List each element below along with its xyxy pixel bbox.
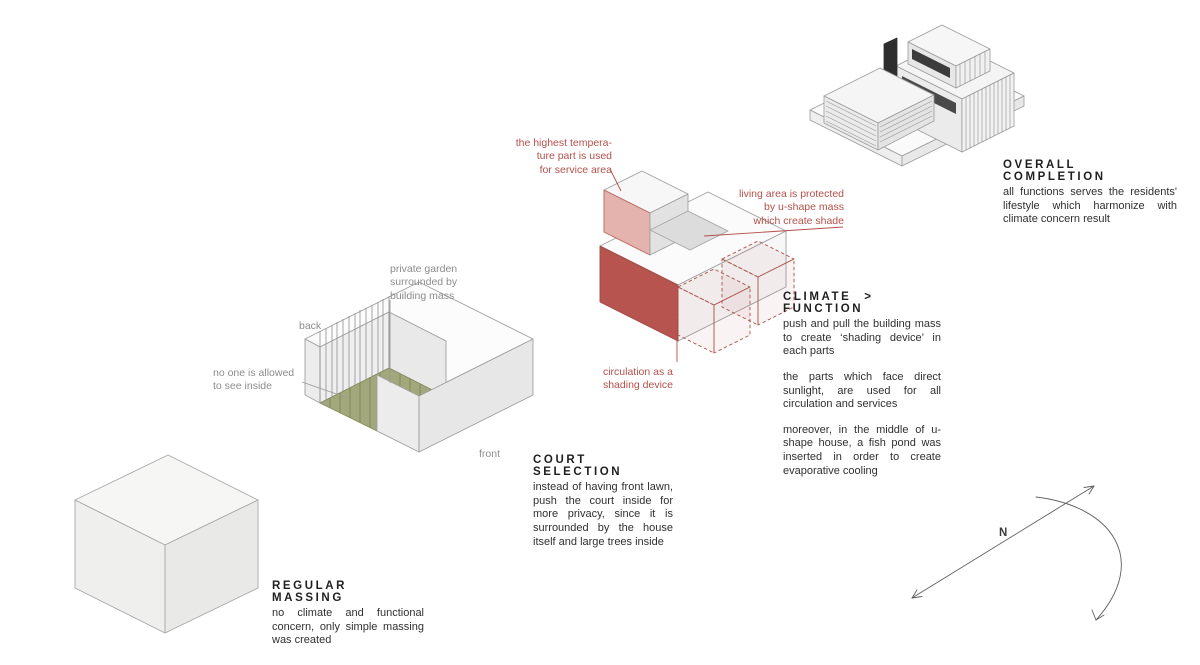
house-louvers-right xyxy=(965,75,1011,150)
circulation-annotation: circulation as a shading device xyxy=(578,366,698,393)
no-one-annotation: no one is allowed to see inside xyxy=(213,367,313,394)
court-selection-block: COURT SELECTION instead of having front … xyxy=(533,454,673,549)
living-area-line3: which create shade xyxy=(753,214,844,227)
house-main-right xyxy=(961,72,1015,153)
highest-temp-leader xyxy=(609,168,622,192)
overall-completion-title: OVERALL COMPLETION xyxy=(1003,159,1106,183)
north-arrowhead-icon xyxy=(1083,485,1095,495)
living-area-leader xyxy=(703,226,844,237)
climate-function-body: push and pull the building mass to creat… xyxy=(783,318,941,478)
dashed-box2-right xyxy=(757,258,795,326)
living-area-line1: living area is protected xyxy=(738,188,844,200)
north-label: N xyxy=(999,527,1008,539)
private-garden-line3: building mass xyxy=(390,289,455,302)
arc-arrowhead-icon xyxy=(1091,609,1105,621)
south-arrowhead-icon xyxy=(911,589,923,599)
regular-massing-title: REGULAR MASSING xyxy=(272,580,348,604)
gray-leader-lines xyxy=(301,300,391,399)
court-selection-title: COURT SELECTION xyxy=(533,454,623,478)
house-penthouse-louvers xyxy=(959,51,986,86)
climate-function-drawing xyxy=(599,168,844,362)
sun-path-arc xyxy=(1035,496,1122,621)
back-label: back xyxy=(299,320,322,332)
front-label: front xyxy=(479,448,501,460)
house-penthouse-right xyxy=(955,48,991,89)
cube-right-face xyxy=(164,499,259,634)
living-area-annotation: living area is protected by u-shape mass… xyxy=(723,188,844,228)
regular-massing-body: no climate and functional concern, only … xyxy=(272,607,424,647)
red-leader-lines xyxy=(609,168,844,362)
highest-temp-line1: the highest tempera- xyxy=(515,137,612,149)
climate-function-paragraph-3: moreover, in the middle of u-shape house… xyxy=(783,423,941,477)
house-wing-louvers-left xyxy=(825,100,877,147)
north-axis-line xyxy=(911,485,1095,599)
private-garden-line1: private garden xyxy=(390,263,458,275)
overall-completion-body: all functions serves the residents' life… xyxy=(1003,186,1177,226)
living-area-line2: by u-shape mass xyxy=(764,201,844,214)
push-pull-dashed-boxes xyxy=(677,240,795,354)
court-selection-drawing xyxy=(301,281,534,453)
highest-temp-line3: for service area xyxy=(539,163,612,176)
no-one-leader xyxy=(301,381,349,399)
no-one-line1: no one is allowed xyxy=(213,367,295,379)
highest-temp-line2: ture part is used xyxy=(536,150,612,163)
regular-massing-drawing xyxy=(74,454,259,634)
house-penthouse-window-band xyxy=(912,49,950,78)
no-one-line2: to see inside xyxy=(213,380,272,393)
climate-function-paragraph-1: push and pull the building mass to creat… xyxy=(783,318,941,358)
circulation-red-face xyxy=(599,245,679,342)
private-garden-line2: surrounded by xyxy=(390,276,458,289)
tree-screen-lines xyxy=(319,296,390,403)
u-mass-frontright-face xyxy=(418,338,534,453)
climate-function-block: CLIMATE > FUNCTION push and pull the bui… xyxy=(783,291,941,490)
highest-temp-annotation: the highest tempera- ture part is used f… xyxy=(488,137,612,177)
private-garden-annotation: private garden surrounded by building ma… xyxy=(390,263,500,303)
climate-function-title: CLIMATE > FUNCTION xyxy=(783,291,874,315)
circulation-line1: circulation as a xyxy=(602,366,674,378)
dashed-box-right xyxy=(713,286,751,354)
regular-massing-block: REGULAR MASSING no climate and functiona… xyxy=(272,580,424,648)
north-indicator xyxy=(911,485,1122,621)
house-wing-louvers-right xyxy=(879,100,933,143)
climate-function-paragraph-2: the parts which face direct sunlight, ar… xyxy=(783,370,941,411)
living-courtyard-floor xyxy=(649,210,729,251)
overall-completion-block: OVERALL COMPLETION all functions serves … xyxy=(1003,159,1177,227)
court-selection-body: instead of having front lawn, push the c… xyxy=(533,481,673,548)
overall-completion-drawing xyxy=(809,24,1025,167)
circulation-line2: shading device xyxy=(602,379,674,392)
